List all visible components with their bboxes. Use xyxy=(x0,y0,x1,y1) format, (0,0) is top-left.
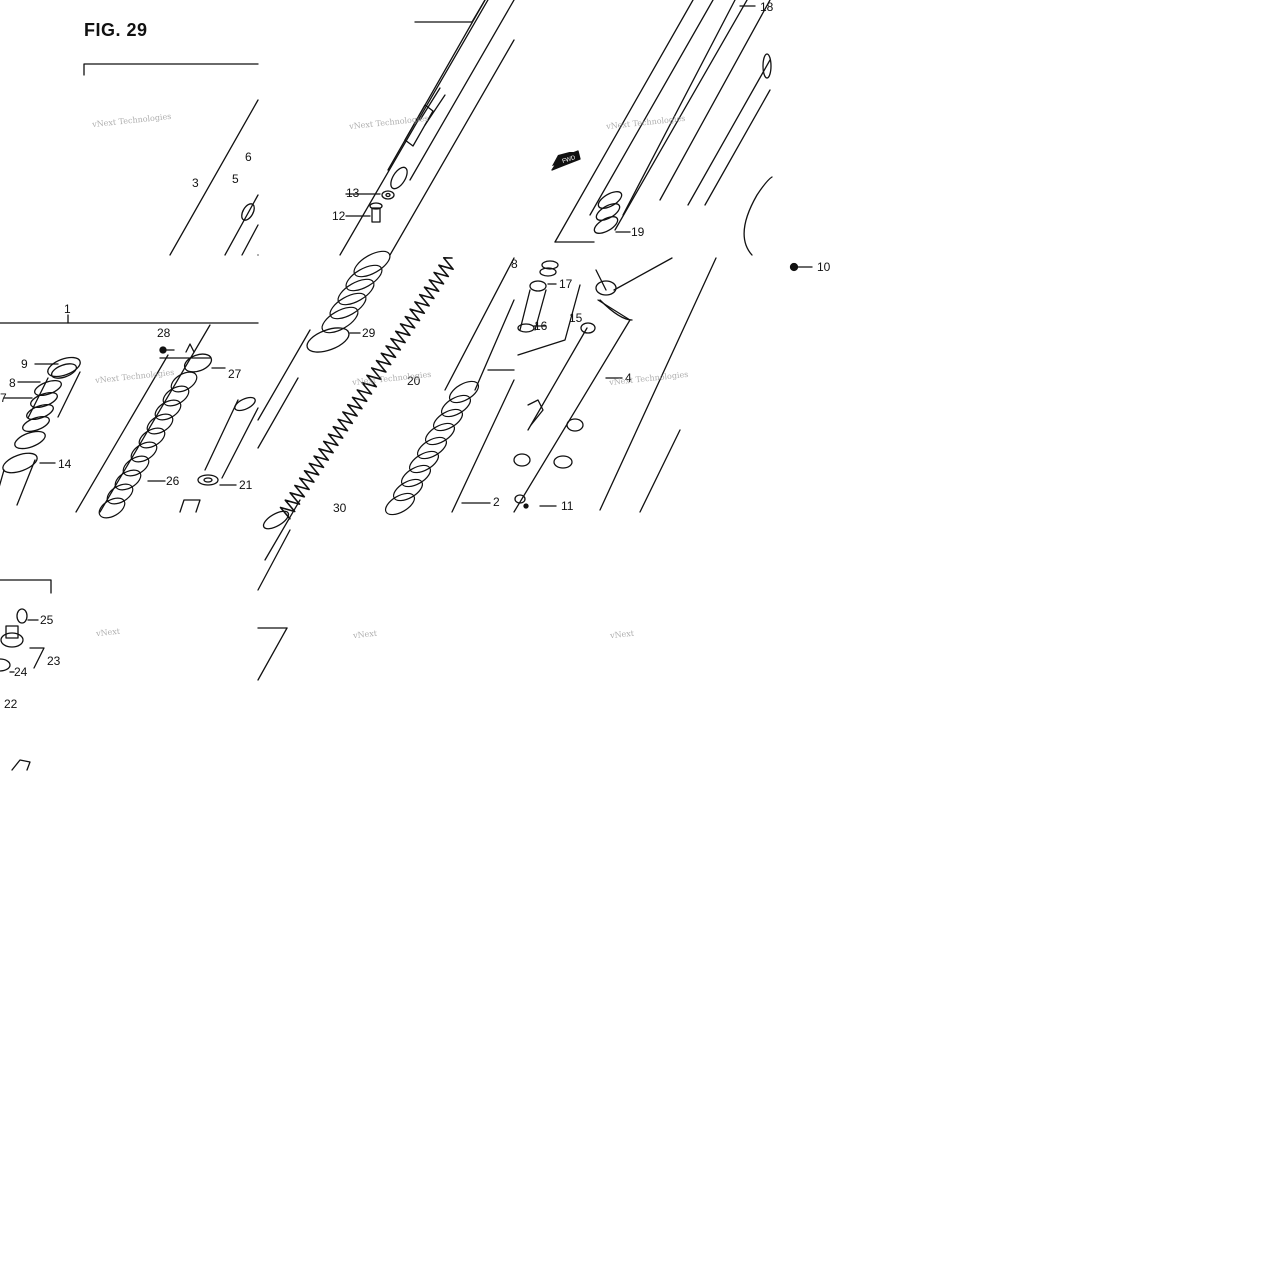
callout-6: 6 xyxy=(245,150,252,164)
clamp-27-screw-28 xyxy=(159,343,226,373)
callout-14: 14 xyxy=(58,457,72,471)
bracket-frame-assembly-1 xyxy=(0,314,259,324)
fork-upper-tube xyxy=(339,0,515,256)
callout-11: 11 xyxy=(561,499,574,513)
fork-spring-20 xyxy=(279,257,454,520)
callout-10: 10 xyxy=(817,260,831,274)
middle-fork-assembly xyxy=(257,250,391,681)
callout-5: 5 xyxy=(232,172,239,186)
callout-12: 12 xyxy=(332,209,346,223)
bracket-frame-top-left xyxy=(83,63,259,256)
callout-28: 28 xyxy=(157,326,171,340)
callout-24: 24 xyxy=(14,665,28,679)
fork-boot-2 xyxy=(384,257,515,516)
callout-8-damper: 8 xyxy=(511,257,518,271)
callout-17: 17 xyxy=(559,277,573,291)
callout-1: 1 xyxy=(64,302,71,316)
callout-29: 29 xyxy=(362,326,376,340)
callout-2: 2 xyxy=(493,495,500,509)
callout-30: 30 xyxy=(333,501,347,515)
callout-9: 9 xyxy=(21,357,28,371)
lower-parts-22-25 xyxy=(0,579,52,771)
callout-19: 19 xyxy=(631,225,645,239)
fork-outer-tube-right xyxy=(554,0,773,256)
callout-15: 15 xyxy=(569,311,583,325)
fwd-label: FWD xyxy=(562,155,577,165)
callout-27: 27 xyxy=(228,367,242,381)
callout-21: 21 xyxy=(239,478,253,492)
bolt-12-washer-13 xyxy=(345,190,395,223)
callout-22: 22 xyxy=(4,697,18,711)
callout-13: 13 xyxy=(346,186,360,200)
fwd-badge: FWD xyxy=(552,152,579,166)
lower-leg-4 xyxy=(513,257,717,513)
seal-stack-left xyxy=(0,356,81,506)
callout-26: 26 xyxy=(166,474,180,488)
callout-23: 23 xyxy=(47,654,61,668)
callout-3: 3 xyxy=(192,176,199,190)
callout-8: 8 xyxy=(9,376,16,390)
callout-20: 20 xyxy=(407,374,421,388)
callout-25: 25 xyxy=(40,613,54,627)
figure-title: FIG. 29 xyxy=(84,20,148,40)
spacer-21 xyxy=(179,396,259,513)
callout-4: 4 xyxy=(625,371,632,385)
dust-boot-26 xyxy=(75,324,211,519)
callout-16: 16 xyxy=(534,319,548,333)
bolt-10 xyxy=(789,262,813,272)
inner-tube-top xyxy=(224,194,259,256)
callout-18: 18 xyxy=(760,0,774,14)
callout-7: 7 xyxy=(0,391,7,405)
